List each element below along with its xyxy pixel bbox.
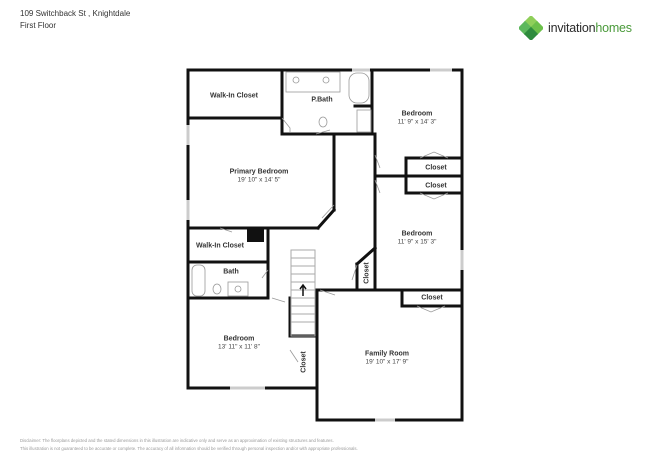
room-closet-sw: Closet — [300, 351, 308, 373]
vanity — [227, 281, 249, 297]
room-p-bath: P.Bath — [311, 96, 333, 104]
brand-logo: invitationhomes — [519, 15, 632, 41]
floor-label: First Floor — [20, 21, 56, 30]
toilet — [318, 116, 328, 128]
shower — [356, 109, 372, 133]
disclaimer-line-2: This illustration is not guaranteed to b… — [20, 446, 358, 451]
room-closet-ne-2: Closet — [425, 182, 447, 190]
stair-up-arrow-icon — [299, 283, 307, 296]
bathtub — [348, 72, 370, 104]
room-closet-ne-1: Closet — [425, 164, 447, 172]
room-closet-family: Closet — [421, 294, 443, 302]
room-closet-hall: Closet — [363, 262, 371, 284]
bathtub-2 — [191, 264, 206, 297]
room-walk-in-closet-2: Walk-In Closet — [196, 242, 244, 250]
green-clover-icon — [519, 16, 543, 40]
brand-name: invitationhomes — [548, 21, 632, 35]
staircase — [290, 249, 316, 337]
toilet-2 — [212, 283, 222, 295]
chimney-block — [247, 228, 264, 242]
disclaimer-line-1: Disclaimer: The floorplans depicted and … — [20, 438, 334, 443]
room-bath: Bath — [223, 268, 239, 276]
room-walk-in-closet-1: Walk-In Closet — [210, 92, 258, 100]
property-address: 109 Switchback St , Knightdale — [20, 9, 131, 18]
double-vanity — [285, 71, 341, 93]
